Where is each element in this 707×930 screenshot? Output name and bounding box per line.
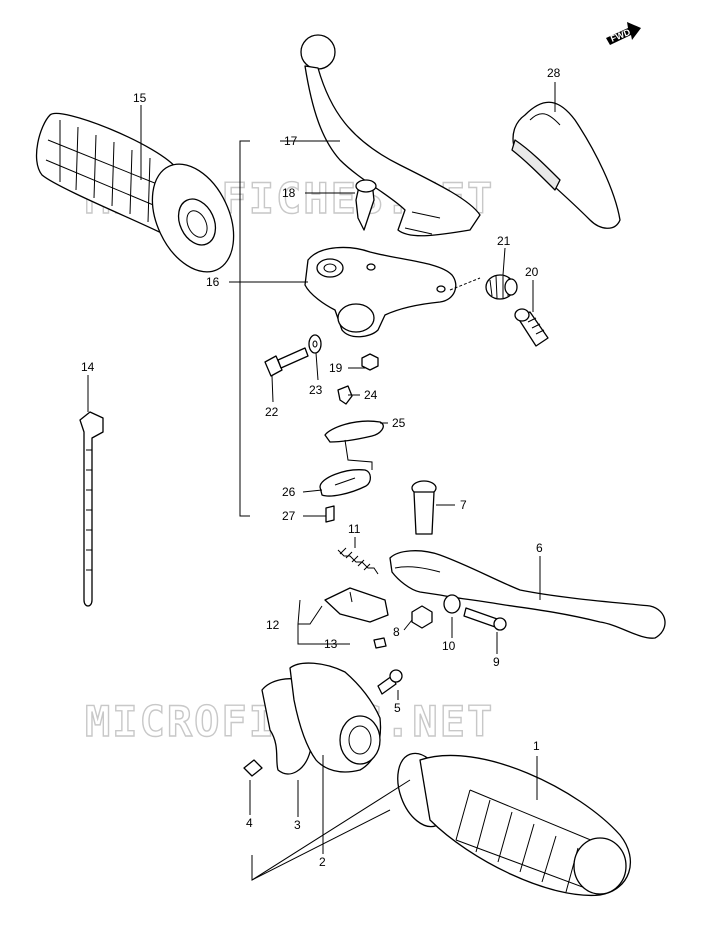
callout-23: 23 xyxy=(309,383,323,397)
part-14-cable-tie xyxy=(79,411,104,607)
fwd-label: FWD xyxy=(609,27,632,44)
part-2-housing xyxy=(289,662,382,773)
part-27-screw xyxy=(325,505,335,523)
callout-9: 9 xyxy=(493,655,500,669)
part-25-switch xyxy=(324,420,384,470)
callout-11: 11 xyxy=(348,522,361,536)
part-17-lever xyxy=(300,34,481,237)
part-23-washer xyxy=(308,334,322,354)
callout-21: 21 xyxy=(497,234,511,248)
callout-14: 14 xyxy=(81,360,95,374)
part-11-spring xyxy=(337,547,379,575)
callout-28: 28 xyxy=(547,66,561,80)
part-1-right-grip xyxy=(397,752,631,897)
callout-26: 26 xyxy=(282,485,296,499)
callout-labels: 1 2 3 4 5 6 7 8 9 10 11 12 13 14 15 16 1… xyxy=(81,66,561,869)
callout-17: 17 xyxy=(284,134,298,148)
callout-3: 3 xyxy=(294,818,301,832)
part-24-screw xyxy=(337,385,353,405)
part-19-nut xyxy=(361,353,379,371)
callout-10: 10 xyxy=(442,639,456,653)
callout-1: 1 xyxy=(533,739,540,753)
part-21-adjuster xyxy=(485,274,518,300)
bracket-lines xyxy=(239,140,411,881)
part-9-bolt xyxy=(463,607,507,631)
callout-12: 12 xyxy=(266,618,280,632)
callout-6: 6 xyxy=(536,541,543,555)
part-4-screw xyxy=(243,759,263,777)
part-18-bolt xyxy=(355,179,377,231)
part-8-nut xyxy=(411,605,433,629)
callout-25: 25 xyxy=(392,416,406,430)
part-10-collar xyxy=(443,594,461,614)
part-28-cover xyxy=(511,101,621,229)
callout-16: 16 xyxy=(206,275,220,289)
callout-22: 22 xyxy=(265,405,279,419)
part-22-bolt xyxy=(264,347,309,377)
part-15-left-grip xyxy=(35,112,235,273)
callout-27: 27 xyxy=(282,509,296,523)
part-13-screw xyxy=(373,637,387,649)
callout-5: 5 xyxy=(394,701,401,715)
callout-7: 7 xyxy=(460,498,467,512)
callout-2: 2 xyxy=(319,855,326,869)
callout-20: 20 xyxy=(525,265,539,279)
part-26-switch-body xyxy=(319,469,372,497)
callout-19: 19 xyxy=(329,361,343,375)
part-7-pin xyxy=(411,480,437,535)
callout-8: 8 xyxy=(393,625,400,639)
callout-13: 13 xyxy=(324,637,338,651)
part-6-lever xyxy=(389,550,666,639)
leader-lines xyxy=(87,82,556,854)
part-20-adjuster-bolt xyxy=(514,308,549,347)
part-5-bolt xyxy=(377,669,403,695)
callout-18: 18 xyxy=(282,186,296,200)
callout-15: 15 xyxy=(133,91,147,105)
fwd-arrow-icon: FWD xyxy=(606,22,641,45)
callout-4: 4 xyxy=(246,816,253,830)
callout-24: 24 xyxy=(364,388,378,402)
part-16-bracket xyxy=(304,246,481,338)
part-12-switch-assy xyxy=(324,587,389,623)
